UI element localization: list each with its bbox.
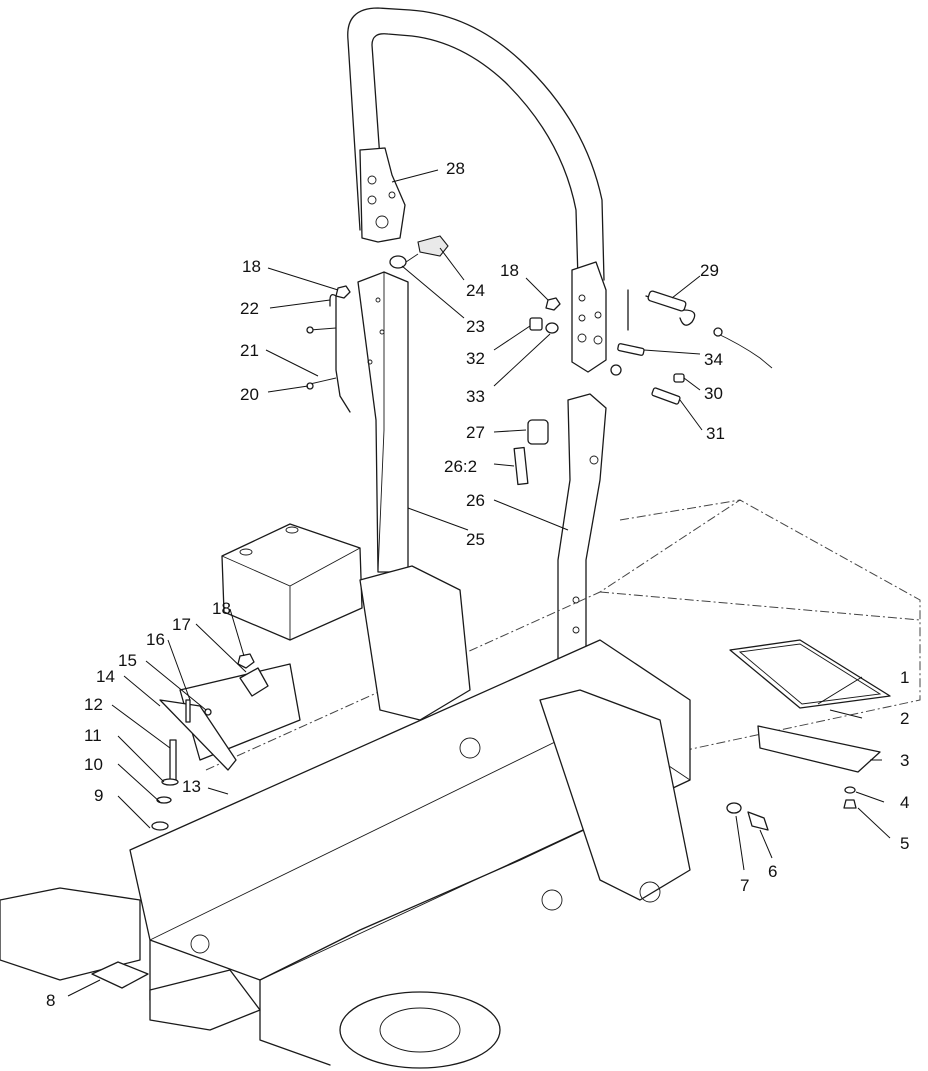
callout-21: 21 <box>240 341 259 360</box>
callout-20: 20 <box>240 385 259 404</box>
callout-8: 8 <box>46 991 55 1010</box>
callout-26-2: 26:2 <box>444 457 477 476</box>
callout-22: 22 <box>240 299 259 318</box>
callout-32: 32 <box>466 349 485 368</box>
callout-34: 34 <box>704 350 723 369</box>
callout-5: 5 <box>900 834 909 853</box>
callout-3: 3 <box>900 751 909 770</box>
callout-18-lower: 18 <box>212 599 231 618</box>
callout-17: 17 <box>172 615 191 634</box>
callout-13: 13 <box>182 777 201 796</box>
callout-23: 23 <box>466 317 485 336</box>
right-roll-bar-upright <box>557 393 607 671</box>
callout-4: 4 <box>900 793 909 812</box>
callout-14: 14 <box>96 667 115 686</box>
callout-25: 25 <box>466 530 485 549</box>
chassis-frame <box>0 499 921 1069</box>
callout-11: 11 <box>84 726 102 745</box>
hardware-lower <box>91 639 891 989</box>
battery <box>221 523 363 641</box>
left-roll-bar-upright <box>357 271 409 573</box>
roll-bar-hoop <box>347 7 607 373</box>
callout-1: 1 <box>900 668 909 687</box>
callout-18-right: 18 <box>500 261 519 280</box>
callout-16: 16 <box>146 630 165 649</box>
callout-26: 26 <box>466 491 485 510</box>
callout-31: 31 <box>706 424 725 443</box>
callout-2: 2 <box>900 709 909 728</box>
callout-30: 30 <box>704 384 723 403</box>
callout-12: 12 <box>84 695 103 714</box>
callout-15: 15 <box>118 651 137 670</box>
callout-28: 28 <box>446 159 465 178</box>
callout-9: 9 <box>94 786 103 805</box>
callout-18-left: 18 <box>242 257 261 276</box>
callout-29: 29 <box>700 261 719 280</box>
callout-labels: 1 2 3 4 5 6 7 8 9 10 11 12 13 14 15 16 1… <box>46 159 909 1010</box>
callout-24: 24 <box>466 281 485 300</box>
callout-6: 6 <box>768 862 777 881</box>
callout-27: 27 <box>466 423 485 442</box>
callout-7: 7 <box>740 876 749 895</box>
hardware-top <box>237 235 773 669</box>
callout-33: 33 <box>466 387 485 406</box>
leader-lines <box>67 169 891 997</box>
callout-10: 10 <box>84 755 103 774</box>
